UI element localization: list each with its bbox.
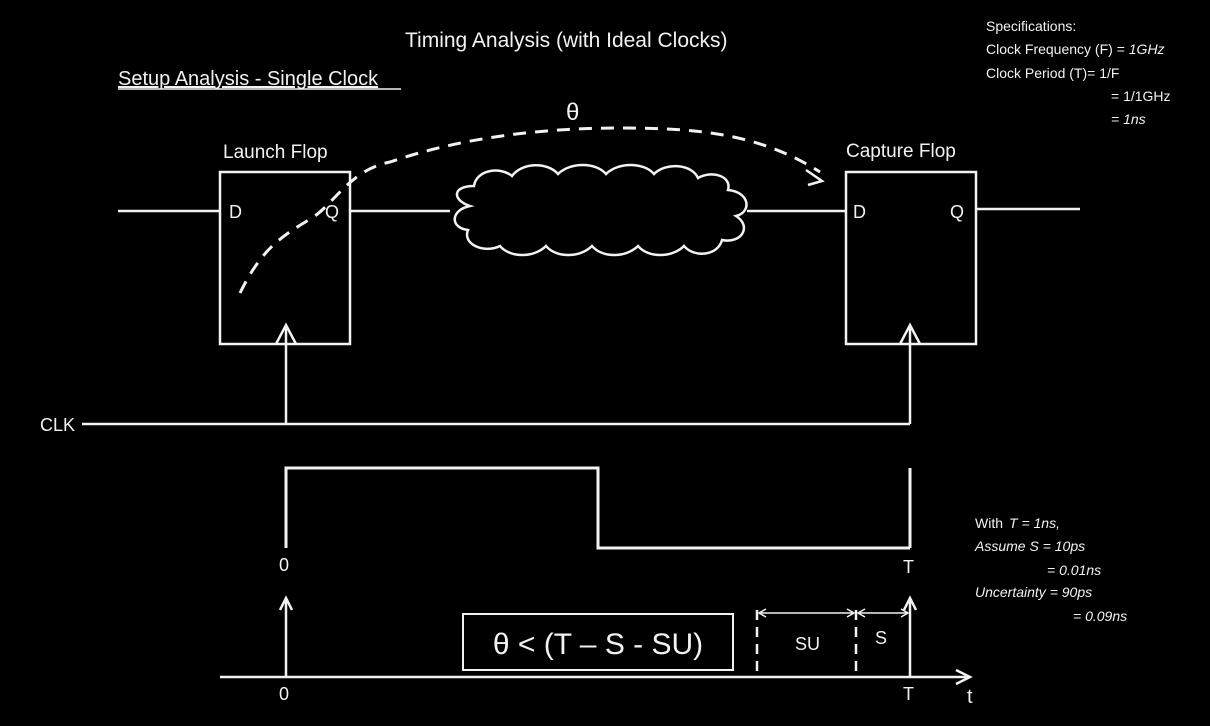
capture-flop-q-pin: Q [950,202,964,222]
s-span-left-arrow [856,608,866,618]
slide-subtitle: Setup Analysis - Single Clock [118,68,379,90]
capture-edge-arrowhead [902,595,918,611]
su-span-left-arrow [757,608,767,618]
waveform-end-label: T [903,557,914,577]
launch-flop-d-pin: D [229,202,242,222]
assume-with-value: T = 1ns, [1009,515,1060,531]
launch-flop-clock-pin [274,322,298,345]
setup-equation: θ < (T – S - SU) [493,628,703,661]
assume-with-prefix: With [975,515,1003,531]
capture-flop-d-pin: D [853,202,866,222]
timeline-end-label: T [903,684,914,704]
clock-waveform [284,466,910,550]
theta-timing-path [238,126,821,294]
specs-frequency: Clock Frequency (F) = 1GHz [986,41,1165,57]
capture-flop-clock-pin [898,322,922,345]
capture-flop-box [844,170,978,346]
specs-frequency-value: 1GHz [1129,41,1165,57]
assume-uncertainty-line: Uncertainty = 90ps [975,584,1092,600]
time-axis-arrowhead [955,668,973,686]
s-label: S [875,628,887,648]
timeline-start-label: 0 [279,684,289,704]
specs-period-result: = 1ns [1111,111,1146,127]
launch-flop-label: Launch Flop [223,142,328,163]
combinational-logic-cloud [453,163,748,257]
su-span-right-arrow [846,608,856,618]
waveform-start-label: 0 [279,555,289,575]
assume-setup-line: Assume S = 10ps [974,538,1085,554]
s-span-right-arrow [900,608,910,618]
assume-with-line: With T = 1ns, [975,515,1060,531]
specs-frequency-label: Clock Frequency (F) = [986,41,1129,57]
assume-setup-ns: = 0.01ns [1047,562,1101,578]
specs-period: Clock Period (T)= 1/F [986,65,1119,81]
specs-period-step: = 1/1GHz [1111,88,1171,104]
capture-flop-label: Capture Flop [846,141,956,162]
launch-flop-q-pin: Q [325,202,339,222]
clk-label: CLK [40,415,75,435]
su-label: SU [795,634,820,654]
theta-path-arrowhead [805,168,825,187]
launch-flop-box [218,170,352,346]
specs-heading: Specifications: [986,18,1076,34]
slide-title: Timing Analysis (with Ideal Clocks) [405,29,728,52]
theta-label: θ [566,99,579,126]
assume-uncertainty-ns: = 0.09ns [1073,608,1127,624]
time-axis-label: t [967,686,973,708]
equation-box [462,613,734,671]
launch-edge-arrowhead [278,595,294,611]
